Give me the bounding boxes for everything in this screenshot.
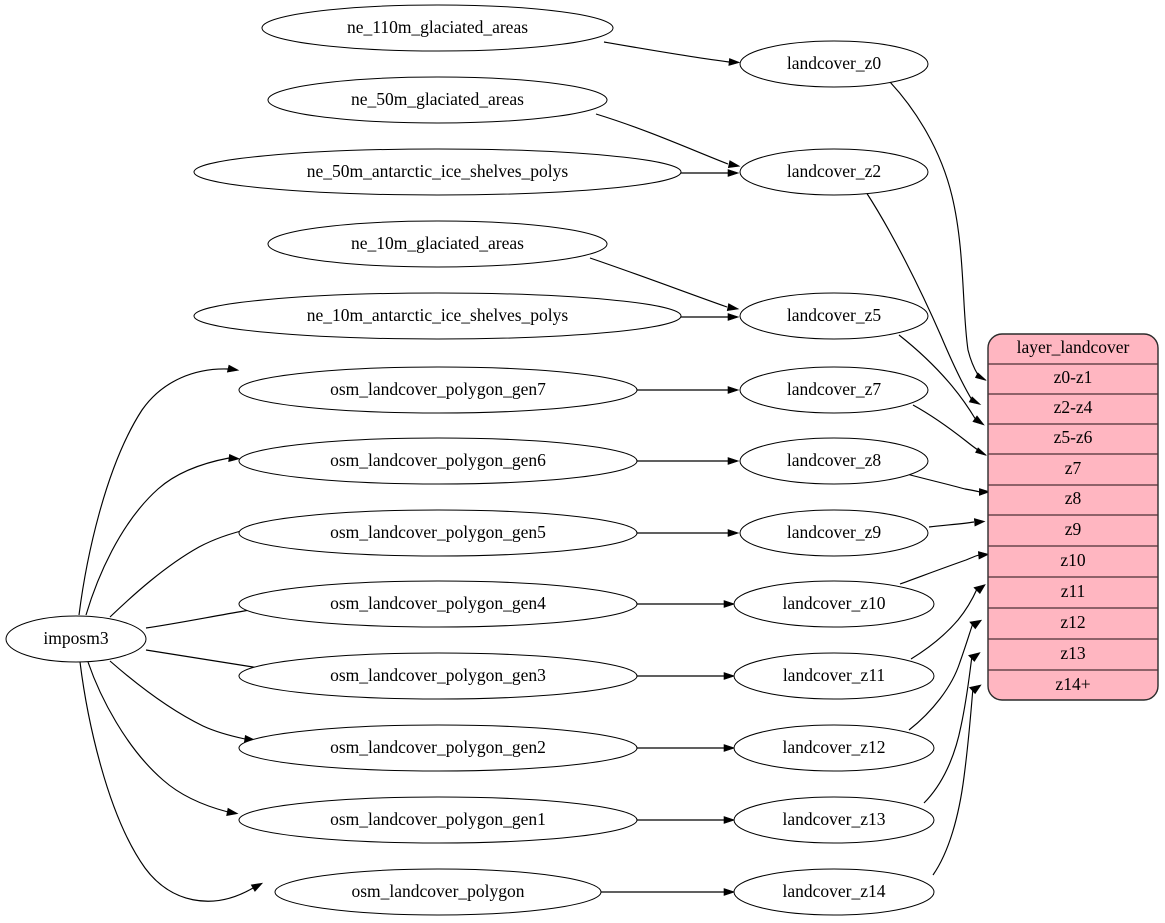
edge-gen3-to-z11 bbox=[636, 672, 736, 680]
table-row-label: z14+ bbox=[1055, 674, 1090, 694]
edge-imposm3-to-gen1 bbox=[87, 661, 239, 816]
node-ne-50m-glaciated-areas[interactable]: ne_50m_glaciated_areas bbox=[267, 76, 608, 124]
edge-z13-to-row-z13 bbox=[923, 652, 981, 804]
node-landcover-z5[interactable]: landcover_z5 bbox=[739, 292, 929, 340]
edge-gen6-to-z8 bbox=[637, 457, 740, 465]
node-landcover-z11[interactable]: landcover_z11 bbox=[733, 652, 935, 700]
node-label: landcover_z11 bbox=[783, 665, 885, 685]
edge-imposm3-to-gen2 bbox=[109, 660, 257, 743]
edge-polygon-to-z14 bbox=[600, 888, 736, 896]
edge-layer bbox=[78, 41, 991, 902]
node-landcover-z10[interactable]: landcover_z10 bbox=[733, 580, 935, 628]
node-landcover-z14[interactable]: landcover_z14 bbox=[733, 868, 935, 916]
table-row-label: z5-z6 bbox=[1054, 427, 1093, 447]
edge-z14-to-row-z14plus bbox=[932, 684, 982, 876]
node-label: osm_landcover_polygon_gen4 bbox=[330, 593, 546, 613]
table-row-label: z12 bbox=[1060, 612, 1085, 632]
node-label: landcover_z5 bbox=[787, 305, 882, 325]
node-osm-landcover-polygon[interactable]: osm_landcover_polygon bbox=[274, 868, 602, 916]
table-header-label: layer_landcover bbox=[1017, 337, 1130, 357]
edge-imposm3-to-gen6 bbox=[85, 453, 241, 616]
node-label: osm_landcover_polygon bbox=[351, 881, 524, 901]
node-landcover-z2[interactable]: landcover_z2 bbox=[739, 148, 929, 196]
table-row-label: z2-z4 bbox=[1054, 397, 1093, 417]
edge-z2-to-row-z2z4 bbox=[865, 191, 982, 406]
node-label: landcover_z9 bbox=[787, 522, 882, 542]
node-label: osm_landcover_polygon_gen7 bbox=[330, 379, 546, 399]
node-osm-landcover-polygon-gen4[interactable]: osm_landcover_polygon_gen4 bbox=[238, 580, 638, 628]
edge-z11-to-row-z11 bbox=[910, 584, 986, 660]
natural-earth-node-group: ne_110m_glaciated_areas ne_50m_glaciated… bbox=[193, 4, 682, 340]
node-label: landcover_z2 bbox=[787, 161, 881, 181]
edge-ne50m-glac-to-z2 bbox=[595, 113, 741, 168]
edge-ne10m-ant-to-z5 bbox=[679, 313, 740, 321]
edge-gen7-to-z7 bbox=[637, 386, 740, 394]
edge-ne10m-glac-to-z5 bbox=[589, 257, 740, 311]
node-ne-10m-antarctic-ice-shelves-polys[interactable]: ne_10m_antarctic_ice_shelves_polys bbox=[193, 292, 682, 340]
edge-z5-to-row-z5z6 bbox=[898, 334, 985, 426]
edge-imposm3-to-gen7 bbox=[78, 364, 240, 616]
table-row-label: z13 bbox=[1060, 643, 1086, 663]
node-landcover-z9[interactable]: landcover_z9 bbox=[739, 509, 929, 557]
node-osm-landcover-polygon-gen5[interactable]: osm_landcover_polygon_gen5 bbox=[238, 509, 638, 557]
node-label: ne_50m_antarctic_ice_shelves_polys bbox=[307, 161, 569, 181]
edge-z8-to-row-z8 bbox=[902, 472, 991, 496]
node-label: imposm3 bbox=[43, 628, 108, 648]
table-row-label: z7 bbox=[1065, 458, 1082, 478]
node-landcover-z8[interactable]: landcover_z8 bbox=[739, 437, 929, 485]
node-ne-50m-antarctic-ice-shelves-polys[interactable]: ne_50m_antarctic_ice_shelves_polys bbox=[193, 148, 682, 196]
table-row-label: z10 bbox=[1060, 550, 1086, 570]
node-label: osm_landcover_polygon_gen1 bbox=[330, 809, 546, 829]
landcover-node-group: landcover_z0 landcover_z2 landcover_z5 l… bbox=[733, 40, 935, 916]
node-label: landcover_z12 bbox=[782, 737, 885, 757]
node-label: landcover_z10 bbox=[782, 593, 885, 613]
node-osm-landcover-polygon-gen1[interactable]: osm_landcover_polygon_gen1 bbox=[238, 796, 638, 844]
node-landcover-z12[interactable]: landcover_z12 bbox=[733, 724, 935, 772]
node-label: ne_110m_glaciated_areas bbox=[347, 17, 528, 37]
node-label: osm_landcover_polygon_gen5 bbox=[330, 522, 546, 542]
node-landcover-z13[interactable]: landcover_z13 bbox=[733, 796, 935, 844]
edge-gen4-to-z10 bbox=[637, 600, 736, 608]
edge-imposm3-to-polygon bbox=[79, 661, 264, 902]
edge-z12-to-row-z12 bbox=[908, 619, 983, 731]
node-ne-10m-glaciated-areas[interactable]: ne_10m_glaciated_areas bbox=[267, 220, 608, 268]
edge-z0-to-row-z0z1 bbox=[889, 81, 987, 381]
node-imposm3[interactable]: imposm3 bbox=[5, 615, 147, 663]
node-osm-landcover-polygon-gen3[interactable]: osm_landcover_polygon_gen3 bbox=[238, 652, 638, 700]
table-row-label: z11 bbox=[1061, 581, 1086, 601]
osm-node-group: osm_landcover_polygon_gen7 osm_landcover… bbox=[238, 366, 638, 916]
edge-z9-to-row-z9 bbox=[928, 518, 986, 528]
node-label: landcover_z13 bbox=[782, 809, 885, 829]
node-landcover-z0[interactable]: landcover_z0 bbox=[739, 40, 929, 88]
node-label: ne_10m_glaciated_areas bbox=[351, 233, 524, 253]
node-label: landcover_z0 bbox=[787, 53, 882, 73]
edge-gen2-to-z12 bbox=[636, 744, 736, 752]
edge-imposm3-to-gen5 bbox=[109, 524, 261, 618]
table-row-label: z8 bbox=[1065, 488, 1082, 508]
edge-gen1-to-z13 bbox=[637, 816, 736, 824]
node-label: ne_10m_antarctic_ice_shelves_polys bbox=[307, 305, 569, 325]
node-label: landcover_z7 bbox=[787, 379, 882, 399]
edge-z10-to-row-z10 bbox=[899, 551, 990, 585]
node-osm-landcover-polygon-gen6[interactable]: osm_landcover_polygon_gen6 bbox=[238, 437, 638, 485]
table-row-label: z0-z1 bbox=[1054, 367, 1093, 387]
table-row-label: z9 bbox=[1065, 519, 1082, 539]
layer-landcover-table[interactable]: layer_landcover z0-z1 z2-z4 z5-z6 z7 z8 … bbox=[987, 333, 1159, 701]
node-landcover-z7[interactable]: landcover_z7 bbox=[739, 366, 929, 414]
node-osm-landcover-polygon-gen7[interactable]: osm_landcover_polygon_gen7 bbox=[238, 366, 638, 414]
edge-gen5-to-z9 bbox=[637, 529, 740, 537]
node-label: ne_50m_glaciated_areas bbox=[351, 89, 524, 109]
node-label: osm_landcover_polygon_gen2 bbox=[330, 737, 546, 757]
node-label: landcover_z14 bbox=[782, 881, 885, 901]
node-osm-landcover-polygon-gen2[interactable]: osm_landcover_polygon_gen2 bbox=[238, 724, 638, 772]
edge-ne110m-to-z0 bbox=[603, 41, 741, 66]
node-label: osm_landcover_polygon_gen3 bbox=[330, 665, 546, 685]
node-ne-110m-glaciated-areas[interactable]: ne_110m_glaciated_areas bbox=[261, 4, 614, 52]
edge-z7-to-row-z7 bbox=[912, 404, 987, 456]
node-label: osm_landcover_polygon_gen6 bbox=[330, 450, 546, 470]
node-label: landcover_z8 bbox=[787, 450, 882, 470]
